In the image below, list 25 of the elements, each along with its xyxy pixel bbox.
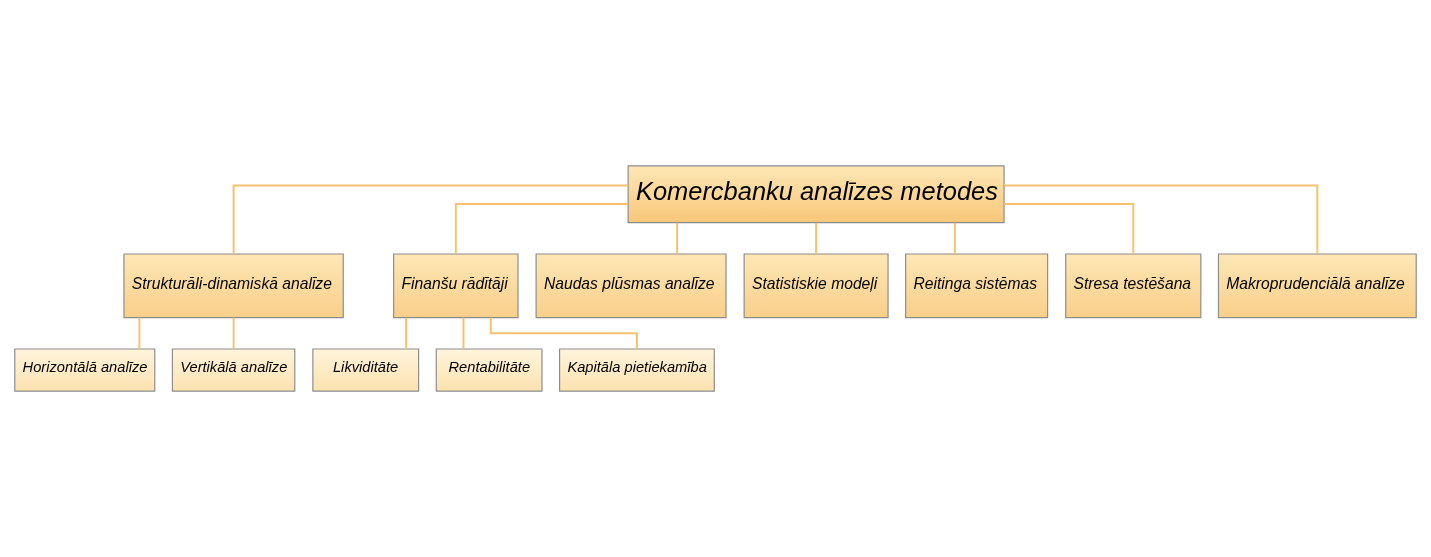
connector: [815, 221, 818, 255]
connector: [1003, 184, 1319, 255]
node-box: Makroprudenciālā analīze: [1217, 253, 1417, 319]
node-box: Kapitāla pietiekamība: [559, 348, 715, 392]
connector: [462, 316, 465, 350]
node-box: Vertikālā analīze: [171, 348, 296, 392]
node-box: Likviditāte: [312, 348, 420, 392]
connector: [138, 316, 141, 350]
node-box: Strukturāli-dinamiskā analīze: [123, 253, 344, 319]
node-box: Komercbanku analīzes metodes: [627, 165, 1005, 224]
node-box: Horizontālā analīze: [14, 348, 156, 392]
node-box: Naudas plūsmas analīze: [535, 253, 727, 319]
connector: [489, 316, 638, 350]
node-box: Stresa testēšana: [1065, 253, 1202, 319]
connector: [405, 316, 408, 350]
node-box: Rentabilitāte: [435, 348, 543, 392]
node-box: Statistiskie modeļi: [743, 253, 889, 319]
node-box: Reitinga sistēmas: [905, 253, 1049, 319]
connector: [232, 316, 235, 350]
connector: [232, 184, 629, 255]
node-box: Finanšu rādītāji: [393, 253, 519, 319]
connector: [1003, 203, 1135, 255]
connector: [454, 203, 630, 255]
connector: [676, 221, 679, 255]
connector: [953, 221, 956, 255]
